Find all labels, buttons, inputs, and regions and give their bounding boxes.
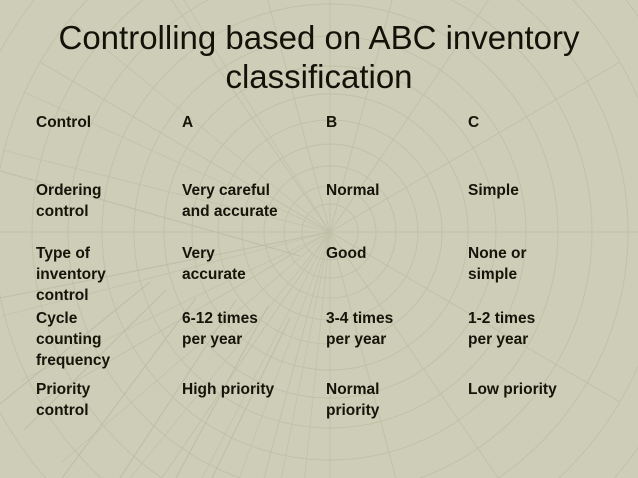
cell-cycle-counting-frequency-c: 1-2 times per year (468, 310, 536, 348)
cell-cycle-counting-frequency-b: 3-4 times per year (326, 310, 394, 348)
cell-priority-control-a: High priority (182, 381, 275, 398)
cell-type-of-inventory-control-b: Good (326, 245, 367, 262)
column-header-a: A (182, 114, 194, 131)
row-label-priority-control: Priority control (36, 381, 91, 419)
cell-type-of-inventory-control-c: None or simple (468, 245, 527, 283)
row-label-type-of-inventory-control: Type of inventory control (36, 245, 106, 304)
cell-type-of-inventory-control-a: Very accurate (182, 245, 246, 283)
cell-ordering-control-b: Normal (326, 182, 380, 199)
cell-ordering-control-c: Simple (468, 182, 519, 199)
cell-priority-control-c: Low priority (468, 381, 557, 398)
cell-ordering-control-a: Very careful and accurate (182, 182, 278, 220)
column-header-control: Control (36, 114, 92, 131)
column-header-b: B (326, 114, 338, 131)
row-label-cycle-counting-frequency: Cycle counting frequency (36, 310, 111, 369)
row-label-ordering-control: Ordering control (36, 182, 102, 220)
column-header-c: C (468, 114, 480, 131)
cell-priority-control-b: Normal priority (326, 381, 380, 419)
page-title: Controlling based on ABC inventory class… (58, 19, 580, 95)
cell-cycle-counting-frequency-a: 6-12 times per year (182, 310, 258, 348)
